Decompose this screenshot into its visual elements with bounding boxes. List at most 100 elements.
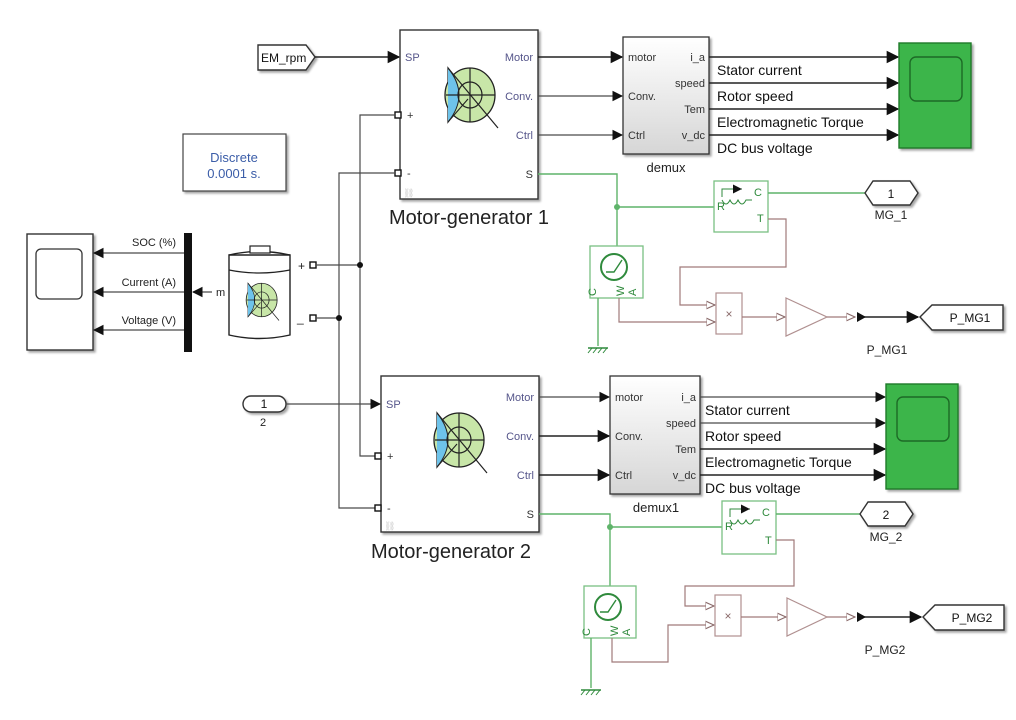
bus-signal-soc: SOC (%) xyxy=(132,237,176,249)
scope-screen-icon xyxy=(35,248,83,300)
demux1-out-vdc: v_dc xyxy=(673,470,697,482)
mg1-conv-port-label: Conv. xyxy=(505,91,533,103)
mg1-name-label: Motor-generator 1 xyxy=(389,207,549,229)
signal-label-rotor-speed-1: Rotor speed xyxy=(717,88,793,104)
inport-2[interactable]: 1 xyxy=(242,395,287,413)
demux-out-ia: i_a xyxy=(690,52,706,64)
signal-label-p-mg1: P_MG1 xyxy=(867,343,908,357)
demux1-name-label: demux1 xyxy=(633,500,679,515)
goto-p-mg1-tag: P_MG1 xyxy=(950,311,991,325)
goto-p-mg2-tag: P_MG2 xyxy=(952,611,993,625)
signal-label-stator-current-1: Stator current xyxy=(717,62,802,78)
scope-mg1[interactable] xyxy=(898,42,972,149)
wire-dc-plus-bus xyxy=(359,114,395,457)
battery-block[interactable] xyxy=(228,245,291,340)
demux1-out-tem: Tem xyxy=(675,444,696,456)
speed2-w-port: W xyxy=(609,625,621,636)
motor-generator-1-block[interactable]: SP + - Motor Conv. Ctrl S ⛓ xyxy=(394,29,539,200)
torque2-t-port: T xyxy=(765,535,772,547)
mg2-link-icon: ⛓ xyxy=(384,521,395,531)
wire-mg1-shaft xyxy=(538,173,618,246)
signal-label-dc-voltage-2: DC bus voltage xyxy=(705,480,801,496)
mg2-plus-port-label: + xyxy=(387,451,393,463)
battery-minus-connector[interactable] xyxy=(309,314,317,322)
signal-label-rotor-speed-2: Rotor speed xyxy=(705,428,781,444)
speed-sensor-2[interactable]: C W A xyxy=(581,585,637,639)
mg1-ctrl-port-label: Ctrl xyxy=(516,130,533,142)
torque-sensor-2[interactable]: R C T xyxy=(721,500,777,555)
junction-dot xyxy=(607,524,613,530)
outport-mg2-number: 2 xyxy=(883,508,890,522)
mg2-motor-port-label: Motor xyxy=(506,392,534,404)
inport-2-label: 2 xyxy=(260,417,266,429)
goto-p-mg2[interactable]: P_MG2 xyxy=(922,604,1005,631)
mg1-sp-port-label: SP xyxy=(405,52,420,64)
ground-1 xyxy=(587,298,608,354)
demux-block-1[interactable]: motor Conv. Ctrl i_a speed Tem v_dc xyxy=(622,36,710,155)
scope-mg2[interactable] xyxy=(885,383,959,490)
demux-out-speed: speed xyxy=(675,78,705,90)
mg2-sp-port-label: SP xyxy=(386,399,401,411)
outport-mg1[interactable]: 1 xyxy=(864,180,919,206)
powergui-mode: Discrete xyxy=(210,150,258,165)
mg1-plus-connector[interactable] xyxy=(394,111,402,119)
product2-symbol: × xyxy=(724,609,731,623)
wire-torque2-to-product xyxy=(684,539,795,606)
product-block-2[interactable]: × xyxy=(714,594,742,637)
mg1-plus-port-label: + xyxy=(407,110,413,122)
battery-plus-connector[interactable] xyxy=(309,261,317,269)
powergui-block[interactable]: Discrete 0.0001 s. xyxy=(182,133,287,192)
ground-2 xyxy=(580,638,601,696)
gain-block-1[interactable] xyxy=(785,297,829,337)
speed-a-port: A xyxy=(627,288,639,296)
signal-label-torque-2: Electromagnetic Torque xyxy=(705,454,852,470)
demux-name-label: demux xyxy=(646,160,686,175)
mg2-conv-port-label: Conv. xyxy=(506,431,534,443)
wire-dc-minus-bus xyxy=(338,172,395,509)
mg2-minus-connector[interactable] xyxy=(374,504,382,512)
gain-block-2[interactable] xyxy=(786,597,829,637)
mg2-minus-port-label: - xyxy=(387,503,391,515)
mg2-plus-connector[interactable] xyxy=(374,452,382,460)
mg1-minus-port-label: - xyxy=(407,168,411,180)
mg1-s-port-label: S xyxy=(526,169,533,181)
scope-battery[interactable] xyxy=(26,233,94,351)
torque-sensor-1[interactable]: R C T xyxy=(713,180,769,233)
inport-2-number: 1 xyxy=(261,397,268,411)
mg2-name-label: Motor-generator 2 xyxy=(371,541,531,563)
outport-mg1-label: MG_1 xyxy=(875,208,908,222)
from-em-rpm-label: EM_rpm xyxy=(261,51,306,65)
wire-torque-to-product xyxy=(679,218,787,305)
from-em-rpm-block[interactable]: EM_rpm xyxy=(257,44,316,71)
speed-sensor-1[interactable]: C W A xyxy=(587,245,644,299)
scope-screen-icon xyxy=(896,396,950,442)
speed2-c-port: C xyxy=(581,628,593,636)
torque-c-port: C xyxy=(754,187,762,199)
motor-generator-2-block[interactable]: SP + - Motor Conv. Ctrl S ⛓ xyxy=(374,375,540,533)
signal-label-torque-1: Electromagnetic Torque xyxy=(717,114,864,130)
demux-out-vdc: v_dc xyxy=(682,130,706,142)
demux-block-2[interactable]: motor Conv. Ctrl i_a speed Tem v_dc xyxy=(609,375,701,495)
battery-plus-label: + xyxy=(298,259,305,273)
demux-in-motor: motor xyxy=(628,52,656,64)
goto-p-mg1[interactable]: P_MG1 xyxy=(919,304,1004,331)
mg1-minus-connector[interactable] xyxy=(394,169,402,177)
outport-mg2[interactable]: 2 xyxy=(859,501,914,527)
signal-label-dc-voltage-1: DC bus voltage xyxy=(717,140,813,156)
mg2-ctrl-port-label: Ctrl xyxy=(517,470,534,482)
junction-dot xyxy=(357,262,363,268)
wire-speed-to-product xyxy=(618,298,715,322)
demux1-in-ctrl: Ctrl xyxy=(615,470,632,482)
speed-c-port: C xyxy=(587,288,599,296)
battery-m-port: m xyxy=(216,287,225,299)
signal-label-stator-current-2: Stator current xyxy=(705,402,790,418)
mg2-s-port-label: S xyxy=(527,509,534,521)
junction-dot xyxy=(614,204,620,210)
wire-mg2-shaft xyxy=(539,513,611,586)
demux1-out-ia: i_a xyxy=(681,392,697,404)
bus-selector[interactable] xyxy=(184,233,192,352)
demux-in-ctrl: Ctrl xyxy=(628,130,645,142)
torque-t-port: T xyxy=(757,213,764,225)
product-block-1[interactable]: × xyxy=(715,292,743,335)
outport-mg2-label: MG_2 xyxy=(870,530,903,544)
